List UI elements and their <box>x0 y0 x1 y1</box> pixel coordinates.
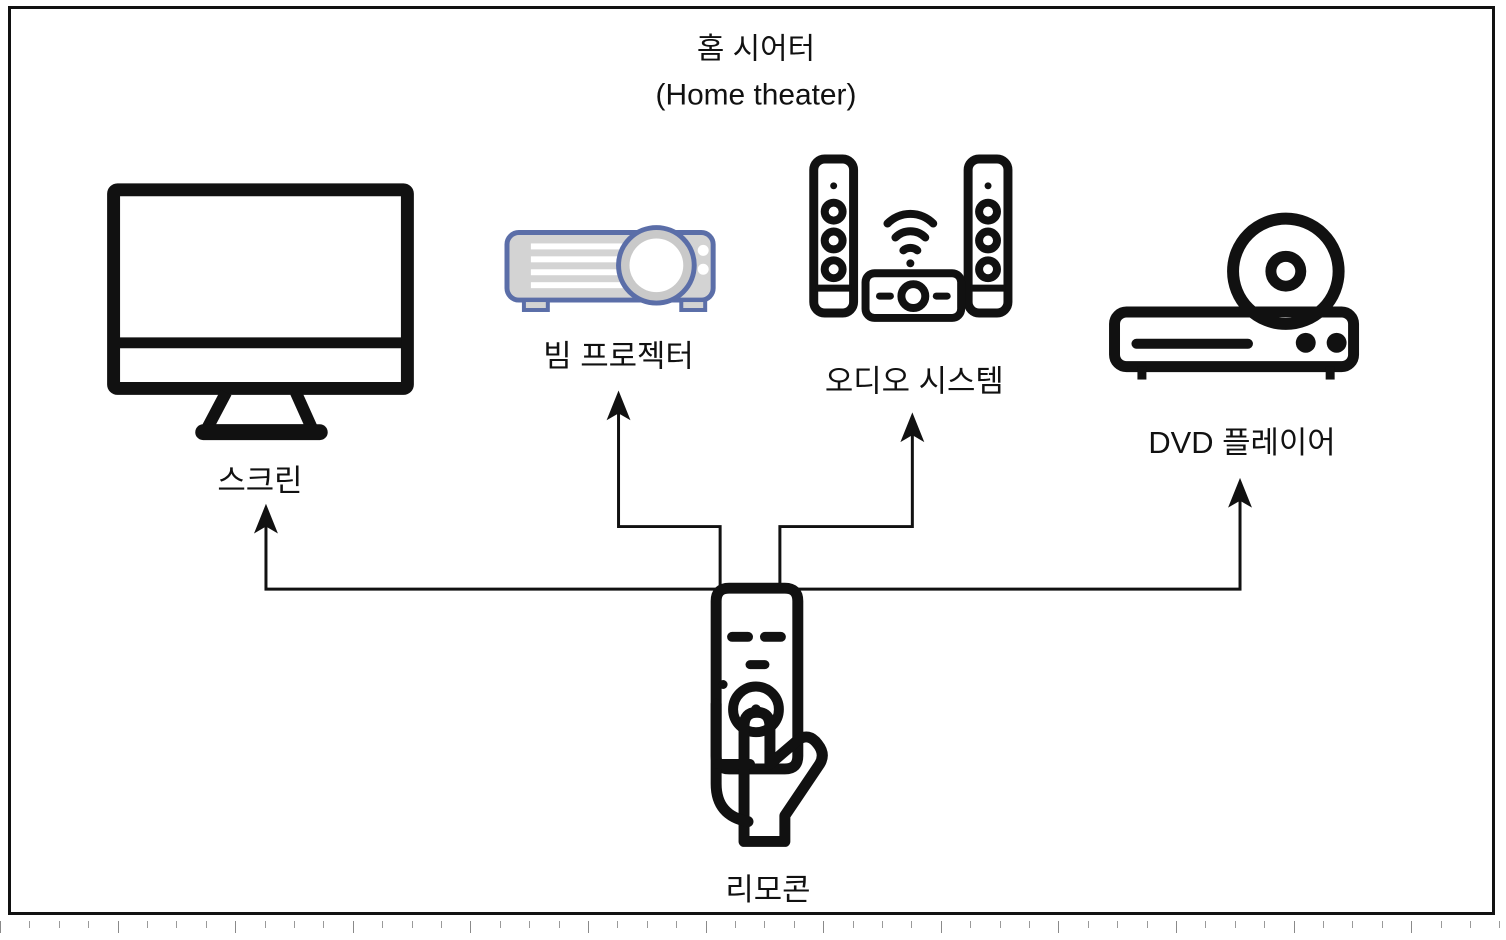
ruler-tick-minor <box>882 921 883 928</box>
node-projector[interactable]: 빔 프로젝터 <box>504 225 716 374</box>
ruler-tick-major <box>235 921 236 933</box>
remote-indicator-dot <box>718 680 728 689</box>
remote-body <box>710 582 804 775</box>
ruler-tick-minor <box>1441 921 1442 928</box>
connector-remote-to-projector <box>606 390 722 590</box>
ruler-tick-minor <box>1382 921 1383 928</box>
ruler-tick-minor <box>1147 921 1148 928</box>
projector-icon <box>504 225 716 312</box>
dvd-foot-left <box>1137 366 1147 380</box>
ruler-tick-minor <box>441 921 442 928</box>
ruler-tick-minor <box>911 921 912 928</box>
ruler-tick-minor <box>764 921 765 928</box>
ruler-tick-minor <box>500 921 501 928</box>
node-label-screen: 스크린 <box>217 463 302 498</box>
node-dvd[interactable]: DVD 플레이어 <box>1109 212 1360 460</box>
node-label-projector: 빔 프로젝터 <box>543 339 694 374</box>
ruler-tick-minor <box>147 921 148 928</box>
ruler-tick-minor <box>1205 921 1206 928</box>
projector-feet <box>521 298 708 312</box>
ruler-tick-minor <box>1499 921 1500 928</box>
ruler-tick-minor <box>294 921 295 928</box>
connector-remote-to-dvd <box>779 477 1252 591</box>
projector-lens <box>629 238 684 293</box>
ruler-tick-major <box>1294 921 1295 933</box>
speakers-icon <box>809 154 1013 322</box>
connector-group <box>254 390 1252 591</box>
dvd-button-right <box>1326 332 1347 353</box>
monitor-icon <box>107 183 414 441</box>
dvd-body <box>1109 306 1360 373</box>
ruler-tick-minor <box>970 921 971 928</box>
ruler-tick-minor <box>529 921 530 928</box>
ruler-tick-major <box>0 921 1 933</box>
ruler-tick-major <box>941 921 942 933</box>
hand-fingers <box>710 698 754 828</box>
ruler-tick-major <box>353 921 354 933</box>
dvd-player-icon <box>1109 212 1360 380</box>
ruler-tick-major <box>1176 921 1177 933</box>
diagram-title: 홈 시어터 (Home theater) <box>656 33 857 112</box>
ruler-tick-minor <box>29 921 30 928</box>
projector-vents <box>530 243 657 289</box>
ruler-tick-minor <box>412 921 413 928</box>
node-remote[interactable]: 리모콘 <box>710 582 828 907</box>
dvd-disc-hole <box>1265 250 1307 292</box>
bottom-ruler[interactable] <box>0 921 1506 940</box>
ruler-tick-major <box>706 921 707 933</box>
remote-in-hand-icon <box>710 582 828 847</box>
wifi-icon <box>883 209 938 268</box>
ruler-tick-minor <box>1117 921 1118 928</box>
ruler-tick-minor <box>853 921 854 928</box>
ruler-tick-minor <box>794 921 795 928</box>
hand-thumb-and-palm <box>738 706 828 847</box>
speaker-right <box>963 154 1013 318</box>
ruler-tick-major <box>470 921 471 933</box>
ruler-tick-major <box>118 921 119 933</box>
ruler-tick-major <box>1411 921 1412 933</box>
amplifier-unit <box>861 269 966 322</box>
ruler-tick-minor <box>1323 921 1324 928</box>
connector-remote-to-audio <box>778 412 925 590</box>
ruler-tick-minor <box>323 921 324 928</box>
dvd-disc <box>1227 212 1345 330</box>
node-screen[interactable]: 스크린 <box>107 183 414 498</box>
ruler-tick-minor <box>88 921 89 928</box>
dvd-button-left <box>1295 332 1316 353</box>
title-korean: 홈 시어터 <box>697 33 815 66</box>
ruler-tick-minor <box>1029 921 1030 928</box>
ruler-tick-minor <box>735 921 736 928</box>
diagram-canvas: 홈 시어터 (Home theater) 스크린 <box>8 6 1495 915</box>
ruler-tick-minor <box>647 921 648 928</box>
ruler-tick-major <box>823 921 824 933</box>
ruler-tick-minor <box>1470 921 1471 928</box>
connector-remote-to-screen <box>254 503 721 591</box>
ruler-tick-minor <box>265 921 266 928</box>
node-audio[interactable]: 오디오 시스템 <box>809 154 1013 398</box>
home-theater-diagram: 홈 시어터 (Home theater) 스크린 <box>107 33 1360 907</box>
dvd-foot-right <box>1325 366 1335 380</box>
ruler-tick-minor <box>676 921 677 928</box>
node-label-audio: 오디오 시스템 <box>825 363 1004 398</box>
speaker-left <box>809 154 859 318</box>
node-label-dvd: DVD 플레이어 <box>1148 425 1335 460</box>
ruler-tick-minor <box>1235 921 1236 928</box>
ruler-tick-minor <box>176 921 177 928</box>
ruler-tick-minor <box>1000 921 1001 928</box>
ruler-tick-minor <box>382 921 383 928</box>
ruler-tick-major <box>588 921 589 933</box>
ruler-tick-minor <box>559 921 560 928</box>
ruler-tick-major <box>1058 921 1059 933</box>
ruler-tick-minor <box>617 921 618 928</box>
ruler-tick-minor <box>59 921 60 928</box>
remote-dpad-ring <box>728 681 784 738</box>
projector-indicator-top <box>697 244 709 256</box>
ruler-tick-minor <box>1088 921 1089 928</box>
node-label-remote: 리모콘 <box>725 872 810 907</box>
projector-indicator-bottom <box>697 263 709 275</box>
ruler-tick-minor <box>206 921 207 928</box>
ruler-tick-minor <box>1264 921 1265 928</box>
ruler-tick-minor <box>1352 921 1353 928</box>
title-english: (Home theater) <box>656 78 857 111</box>
